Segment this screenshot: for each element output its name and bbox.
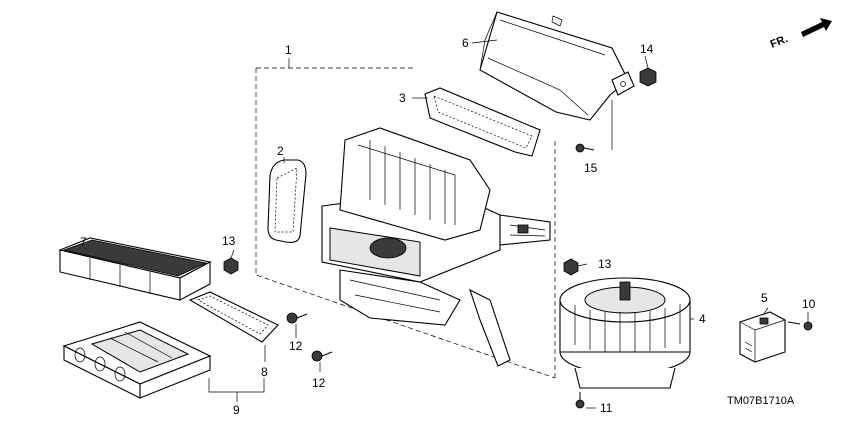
callout-2: 2 — [277, 144, 284, 158]
fastener-13-right — [563, 258, 579, 276]
assembly-1-boundary — [255, 58, 556, 379]
callout-3: 3 — [399, 91, 406, 105]
callout-12-upper: 12 — [289, 339, 303, 353]
callout-15: 15 — [584, 161, 598, 175]
blower-motor — [559, 277, 691, 389]
heater-unit-housing — [321, 127, 551, 367]
fastener-12-upper — [286, 312, 308, 324]
callout-8: 8 — [261, 365, 268, 379]
fastener-14 — [639, 67, 657, 87]
fastener-11 — [575, 392, 585, 409]
fastener-15 — [575, 143, 595, 153]
callout-10: 10 — [802, 297, 816, 311]
callout-9: 9 — [233, 403, 240, 417]
callout-11: 11 — [600, 401, 613, 415]
drawing-code: TM07B1710A — [727, 395, 795, 407]
filter-seal — [188, 291, 279, 343]
fastener-13-left — [223, 257, 239, 275]
front-direction-label: FR. — [769, 33, 790, 51]
fastener-12-lower — [311, 350, 333, 362]
filter-element — [58, 237, 212, 301]
callout-12-lower: 12 — [312, 376, 326, 390]
fastener-10 — [787, 321, 813, 331]
duct-gasket — [424, 87, 541, 157]
callout-14: 14 — [640, 42, 654, 56]
intake-duct — [479, 11, 635, 121]
callout-13-left: 13 — [222, 234, 236, 248]
leader-lines — [85, 39, 809, 409]
callout-1: 1 — [285, 43, 292, 57]
front-arrow-icon — [801, 18, 832, 37]
front-direction-indicator: FR. — [769, 18, 832, 51]
side-gasket — [267, 159, 307, 243]
callout-5: 5 — [761, 291, 768, 305]
filter-cover — [62, 321, 212, 399]
callouts: 1 2 3 4 5 6 7 8 9 10 11 12 12 13 13 14 1… — [80, 36, 816, 417]
callout-6: 6 — [462, 36, 469, 50]
callout-7: 7 — [80, 235, 87, 249]
callout-13-right: 13 — [598, 257, 612, 271]
callout-4: 4 — [699, 312, 706, 326]
actuator — [739, 311, 786, 363]
